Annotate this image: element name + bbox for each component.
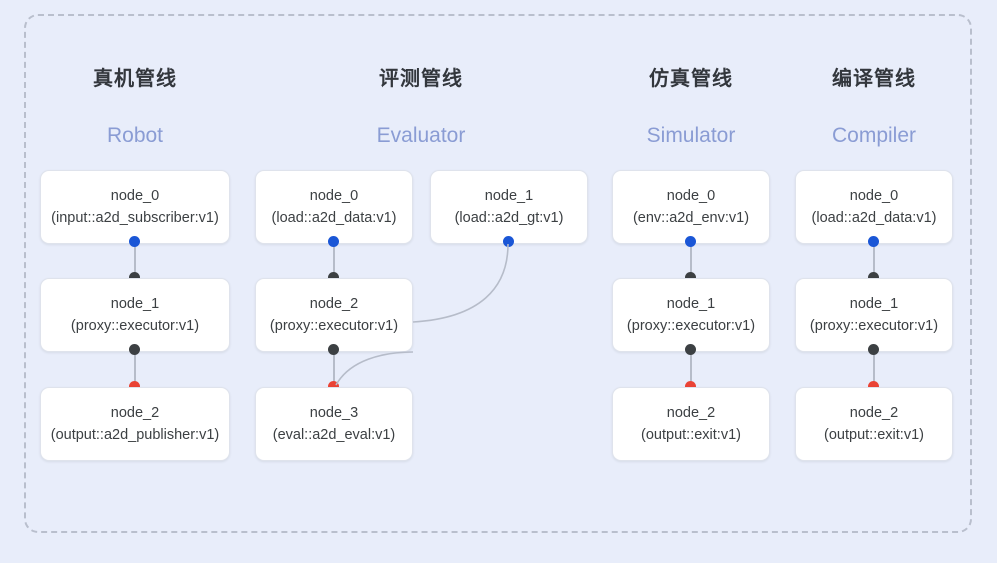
edge-compiler-0-1 [873,241,875,278]
port-dot-red-simulator-2 [685,381,696,392]
edge-robot-1-2 [134,350,136,387]
port-dot-blue-robot-0 [129,236,140,247]
node-simulator-0[interactable]: node_0 (env::a2d_env:v1) [612,170,770,244]
node-name: node_0 [110,188,160,204]
edge-evaluator-0-2 [333,241,335,278]
port-dot-black-robot-1-out [129,344,140,355]
column-title-en-evaluator: Evaluator [376,124,466,147]
node-evaluator-0[interactable]: node_0 (load::a2d_data:v1) [255,170,413,244]
node-evaluator-side-1[interactable]: node_1 (load::a2d_gt:v1) [430,170,588,244]
node-name: node_1 [484,188,534,204]
node-type: (output::a2d_publisher:v1) [50,427,220,443]
column-title-cn-simulator: 仿真管线 [649,68,733,90]
column-title-cn-evaluator: 评测管线 [379,68,463,90]
port-dot-black-simulator-1-in [685,272,696,283]
port-dot-black-evaluator-2-in [328,272,339,283]
column-title-cn-robot: 真机管线 [93,68,177,90]
node-type: (load::a2d_gt:v1) [454,210,564,226]
pipeline-column-robot: 真机管线 Robot [40,0,230,563]
node-simulator-1[interactable]: node_1 (proxy::executor:v1) [612,278,770,352]
column-title-en-robot: Robot [106,124,164,147]
node-evaluator-2[interactable]: node_2 (proxy::executor:v1) [255,278,413,352]
node-simulator-2[interactable]: node_2 (output::exit:v1) [612,387,770,461]
pipeline-column-simulator: 仿真管线 Simulator [612,0,770,563]
port-dot-blue-evaluator-0 [328,236,339,247]
node-evaluator-3[interactable]: node_3 (eval::a2d_eval:v1) [255,387,413,461]
port-dot-blue-evaluator-side-1 [503,236,514,247]
port-dot-black-compiler-1-out [868,344,879,355]
node-type: (load::a2d_data:v1) [271,210,397,226]
node-type: (load::a2d_data:v1) [811,210,937,226]
node-name: node_2 [849,405,899,421]
port-dot-black-evaluator-2-out [328,344,339,355]
node-type: (output::exit:v1) [824,427,924,443]
node-type: (proxy::executor:v1) [269,318,399,334]
node-compiler-1[interactable]: node_1 (proxy::executor:v1) [795,278,953,352]
edge-robot-0-1 [134,241,136,278]
edge-compiler-1-2 [873,350,875,387]
port-dot-red-robot-2 [129,381,140,392]
node-robot-1[interactable]: node_1 (proxy::executor:v1) [40,278,230,352]
port-dot-black-compiler-1-in [868,272,879,283]
node-robot-2[interactable]: node_2 (output::a2d_publisher:v1) [40,387,230,461]
node-compiler-0[interactable]: node_0 (load::a2d_data:v1) [795,170,953,244]
node-name: node_3 [309,405,359,421]
node-name: node_0 [309,188,359,204]
pipeline-column-evaluator: 评测管线 Evaluator [255,0,587,563]
node-type: (proxy::executor:v1) [809,318,939,334]
port-dot-black-simulator-1-out [685,344,696,355]
node-name: node_1 [666,296,716,312]
node-type: (input::a2d_subscriber:v1) [51,210,219,226]
port-dot-red-evaluator-3 [328,381,339,392]
node-name: node_1 [110,296,160,312]
node-name: node_2 [666,405,716,421]
node-compiler-2[interactable]: node_2 (output::exit:v1) [795,387,953,461]
column-title-en-compiler: Compiler [831,124,917,147]
node-name: node_0 [666,188,716,204]
column-title-en-simulator: Simulator [646,124,736,147]
node-name: node_0 [849,188,899,204]
port-dot-red-compiler-2 [868,381,879,392]
node-name: node_2 [309,296,359,312]
node-type: (eval::a2d_eval:v1) [272,427,396,443]
node-robot-0[interactable]: node_0 (input::a2d_subscriber:v1) [40,170,230,244]
port-dot-blue-compiler-0 [868,236,879,247]
node-type: (proxy::executor:v1) [70,318,200,334]
edge-simulator-1-2 [690,350,692,387]
edge-simulator-0-1 [690,241,692,278]
pipeline-column-compiler: 编译管线 Compiler [795,0,953,563]
node-type: (proxy::executor:v1) [626,318,756,334]
node-type: (env::a2d_env:v1) [632,210,750,226]
column-title-cn-compiler: 编译管线 [832,68,916,90]
node-name: node_1 [849,296,899,312]
port-dot-blue-simulator-0 [685,236,696,247]
node-name: node_2 [110,405,160,421]
dashed-container-frame [24,14,972,533]
port-dot-black-robot-1-in [129,272,140,283]
node-type: (output::exit:v1) [641,427,741,443]
edge-evaluator-2-3 [333,350,335,387]
